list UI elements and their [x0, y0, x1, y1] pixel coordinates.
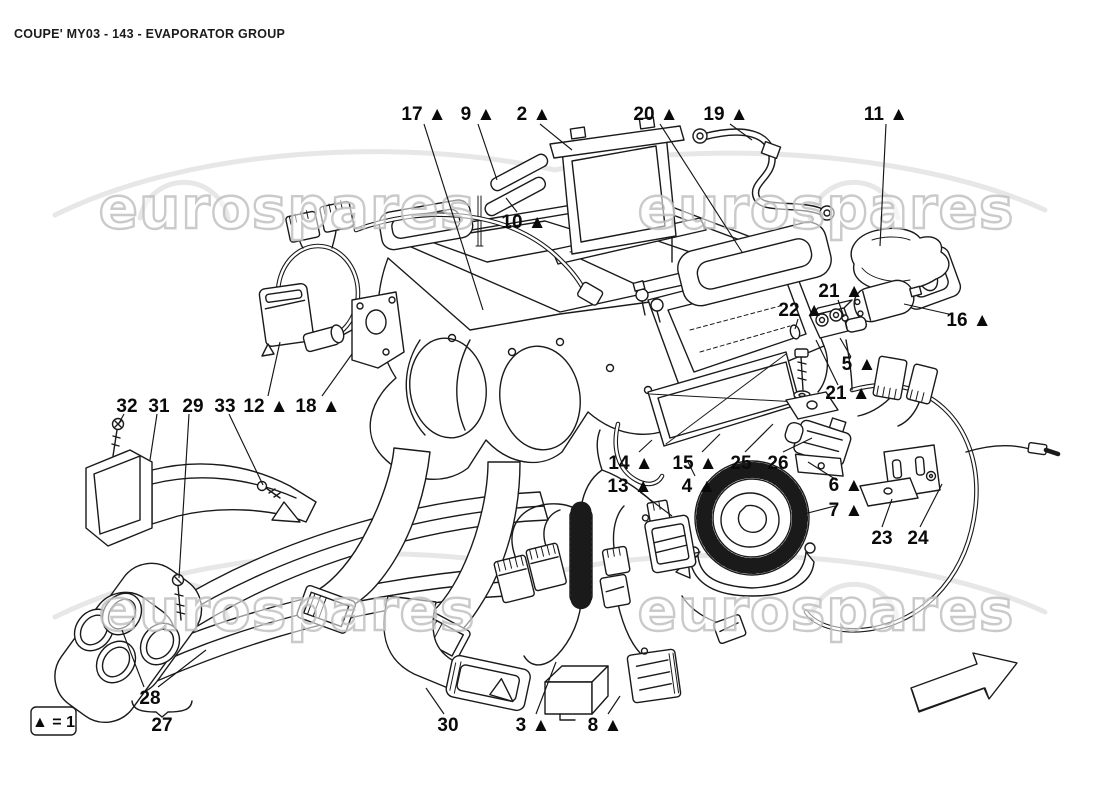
leader-line: [919, 483, 943, 528]
screw-29: [171, 573, 186, 621]
part-labels: 17 ▲ 9 ▲ 2 ▲ 20 ▲ 19 ▲ 11 ▲ 10 ▲ 32 31 29 33 12 ▲ 18…: [116, 104, 991, 736]
part-label-20: 20 ▲: [633, 104, 678, 125]
leader-line: [803, 505, 836, 515]
watermark-word: eurospares: [638, 174, 1015, 242]
leader-line: [321, 353, 353, 397]
leader-line: [794, 318, 799, 330]
leader-line: [607, 695, 621, 715]
tubes-drawing: [475, 153, 549, 247]
watermark-word: eurospares: [99, 576, 476, 644]
part-label-32: 32: [116, 396, 137, 417]
page-title: COUPE' MY03 - 143 - EVAPORATOR GROUP: [14, 27, 286, 41]
part-label-2: 2 ▲: [517, 104, 552, 125]
leader-line: [638, 439, 653, 453]
leader-line: [228, 413, 264, 486]
leader-line: [659, 123, 743, 253]
part-label-9: 9 ▲: [461, 104, 496, 125]
part-label-26: 26: [767, 453, 788, 474]
part-label-24: 24: [907, 528, 929, 549]
part-label-19: 19 ▲: [703, 104, 748, 125]
leader-line: [782, 437, 813, 453]
leader-line: [744, 423, 774, 453]
part-label-4: 4 ▲: [682, 476, 717, 497]
leader-line: [837, 299, 845, 318]
part-label-3: 3 ▲: [516, 715, 551, 736]
part-label-28: 28: [139, 688, 160, 709]
leader-line: [879, 123, 887, 247]
leader-line: [505, 197, 518, 213]
resistor-drawing: [641, 499, 697, 574]
part-label-7: 7 ▲: [829, 500, 864, 521]
leader-line: [815, 339, 839, 386]
part-label-5: 5 ▲: [842, 354, 877, 375]
wiring-harness-drawing: [493, 339, 1061, 666]
leader-line: [729, 123, 753, 141]
leader-line: [157, 649, 207, 688]
leader-line: [423, 123, 484, 311]
leader-line: [639, 491, 673, 517]
watermark-word: eurospares: [638, 576, 1015, 644]
part-label-8: 8 ▲: [588, 715, 623, 736]
part-label-15: 15 ▲: [672, 453, 717, 474]
leader-line: [701, 433, 721, 453]
direction-arrow: [910, 652, 1018, 713]
bracket-drawing: [859, 444, 941, 507]
leader-line: [149, 413, 158, 461]
leader-line: [881, 498, 893, 528]
seal-frame-drawing: [677, 221, 832, 307]
leader-line: [477, 123, 498, 181]
part-label-23: 23: [871, 528, 892, 549]
canister-drawing: [853, 279, 923, 323]
leader-lines: [117, 123, 954, 715]
part-label-16: 16 ▲: [946, 310, 991, 331]
part-label-14: 14 ▲: [608, 453, 653, 474]
group-brace-27: [131, 700, 193, 718]
part-label-27: 27: [151, 715, 172, 736]
legend-box: ▲ = 1: [30, 706, 77, 736]
legend-text: ▲ = 1: [32, 714, 75, 731]
leader-line: [425, 687, 445, 715]
leader-line: [686, 459, 696, 477]
solenoid-valve-drawing: [784, 417, 852, 477]
leader-line: [178, 413, 190, 579]
hose-drawing: [692, 128, 835, 221]
part-label-6: 6 ▲: [829, 475, 864, 496]
leader-line: [267, 341, 281, 397]
side-duct-drawing: [85, 417, 317, 621]
actuator-drawing: [258, 200, 604, 369]
part-label-17: 17 ▲: [401, 104, 446, 125]
part-label-25: 25: [730, 453, 752, 474]
part-label-31: 31: [148, 396, 170, 417]
part-label-30: 30: [437, 715, 458, 736]
connector-8-drawing: [626, 647, 682, 704]
part-label-13: 13 ▲: [607, 476, 652, 497]
leader-line: [903, 303, 954, 316]
expansion-valve-drawing: [785, 299, 868, 420]
leader-line: [839, 337, 852, 358]
leader-line: [807, 461, 836, 480]
flange-holes: [73, 592, 181, 684]
part-label-22: 22 ▲: [778, 300, 823, 321]
screw-32: [111, 417, 125, 457]
part-label-11: 11 ▲: [864, 104, 908, 125]
part-label-33: 33: [214, 396, 235, 417]
screw-33: [256, 480, 281, 499]
drain-hose-drawing: [613, 421, 665, 487]
evaporator-core-drawing: [549, 116, 685, 263]
blower-motor-drawing: [675, 460, 816, 597]
part-label-12: 12 ▲: [243, 396, 288, 417]
leader-line: [117, 413, 125, 426]
part-label-10: 10 ▲: [501, 212, 546, 233]
part-label-21: 21 ▲: [818, 281, 863, 302]
leader-line: [539, 123, 573, 151]
watermark-word: eurospares: [99, 174, 476, 242]
part-label-21: 21 ▲: [825, 383, 870, 404]
lower-duct-drawing: [383, 595, 531, 712]
part-label-29: 29: [182, 396, 203, 417]
leader-line: [535, 661, 557, 715]
part-label-18: 18 ▲: [295, 396, 340, 417]
relay-drawing: [544, 665, 609, 721]
leader-line: [121, 629, 145, 688]
